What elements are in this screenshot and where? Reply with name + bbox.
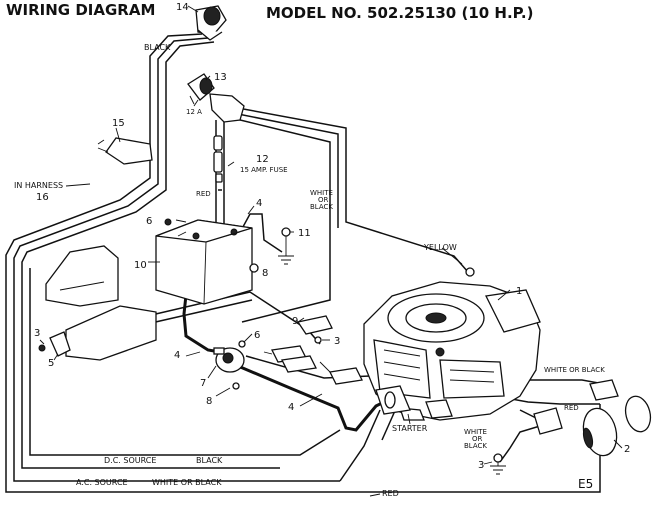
callout-6b: 6 [254,330,260,341]
battery-icon [155,219,253,305]
label-white-center-1: WHITE [310,189,333,197]
page-code: E5 [578,477,593,491]
label-white-lower-2: OR [472,435,483,443]
label-white-right: WHITE OR BLACK [544,366,605,374]
label-white-lower-3: BLACK [464,442,487,450]
label-white-lower-1: WHITE [464,428,487,436]
solenoid-icon [213,340,246,390]
callout-4a: 4 [256,198,262,209]
label-ac-source: A.C. SOURCE [76,478,128,487]
label-red-right: RED [564,404,579,412]
headlight-connector [533,379,619,435]
seat-outline [45,245,157,361]
callout-13: 13 [214,72,227,83]
callout-4c: 4 [288,402,294,413]
toggle-switch-icon [97,137,153,165]
fuse-icon [213,135,223,183]
label-red-fuse: RED [196,190,211,198]
callout-12: 12 [256,154,269,165]
label-white-center-2: OR [318,196,329,204]
callout-5: 5 [48,358,54,369]
label-dc-black: BLACK [196,456,223,465]
callout-1: 1 [516,286,522,297]
callout-10: 10 [134,260,147,271]
label-red-bottom: RED [382,489,399,498]
callout-3a: 3 [34,328,40,339]
label-black-top: BLACK [144,43,171,52]
engine-icon [363,267,541,421]
callout-16: 16 [36,192,49,203]
label-ac-white-or-black: WHITE OR BLACK [152,478,222,487]
ignition-key-switch [195,5,227,41]
starter-motor [375,385,453,419]
switch-9 [296,315,333,344]
callout-11: 11 [298,228,311,239]
main-harness [5,33,601,493]
rectifier-cluster [263,345,363,385]
label-yellow: YELLOW [423,243,457,252]
callout-4b: 4 [174,350,180,361]
diagram-title: WIRING DIAGRAM [6,1,155,19]
callout-9: 9 [292,316,298,327]
callout-15: 15 [112,118,125,129]
label-in-harness: IN HARNESS [14,181,63,190]
model-number: MODEL NO. 502.25130 (10 H.P.) [266,4,533,22]
label-dc-source: D.C. SOURCE [104,456,156,465]
ignition-switch-icon [187,73,245,123]
ground-icon [278,236,506,475]
callout-2: 2 [624,444,630,455]
label-white-center-3: BLACK [310,203,333,211]
callout-3c: 3 [478,460,484,471]
headlight-icon [582,395,652,457]
callout-8a: 8 [262,268,268,279]
label-fuse: 15 AMP. FUSE [240,166,288,174]
callout-8b: 8 [206,396,212,407]
callout-12a: 12 A [186,108,202,116]
callout-7: 7 [200,378,206,389]
label-starter: STARTER [392,424,428,433]
callout-6a: 6 [146,216,152,227]
connector-5 [38,331,71,357]
leader-lines [39,5,623,497]
callout-14: 14 [176,2,189,13]
callout-3b: 3 [334,336,340,347]
